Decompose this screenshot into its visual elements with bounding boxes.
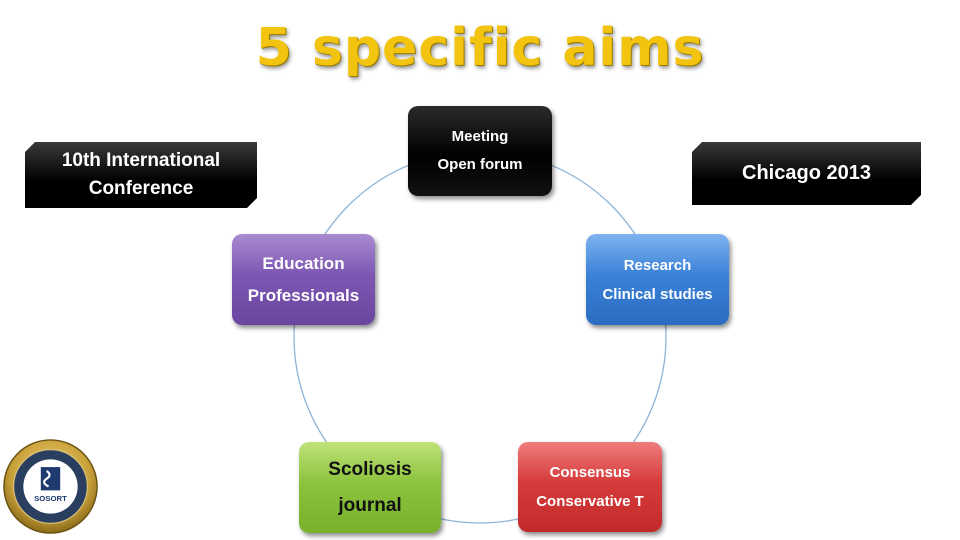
node-scoliosis-title: Scoliosis (328, 458, 412, 480)
node-research-subtitle: Clinical studies (602, 285, 713, 303)
node-scoliosis-subtitle: journal (338, 494, 402, 516)
node-consensus: Consensus Conservative T (518, 442, 662, 532)
sosort-logo-seal: SOSORT (3, 439, 98, 534)
node-education-subtitle: Professionals (247, 285, 360, 305)
node-meeting-subtitle: Open forum (437, 156, 523, 173)
node-research: Research Clinical studies (586, 234, 729, 325)
node-consensus-subtitle: Conservative T (536, 493, 644, 510)
logo-text: SOSORT (34, 494, 67, 503)
node-consensus-title: Consensus (549, 464, 631, 481)
city-label: Chicago 2013 (692, 142, 921, 205)
node-research-title: Research (623, 256, 692, 274)
conference-label: 10th International Conference (25, 142, 257, 208)
node-education-title: Education (262, 253, 345, 273)
node-education: Education Professionals (232, 234, 375, 325)
node-scoliosis: Scoliosis journal (299, 442, 441, 533)
node-meeting: Meeting Open forum (408, 106, 552, 196)
slide-title: 5 specific aims (255, 18, 705, 78)
node-meeting-title: Meeting (451, 128, 509, 145)
